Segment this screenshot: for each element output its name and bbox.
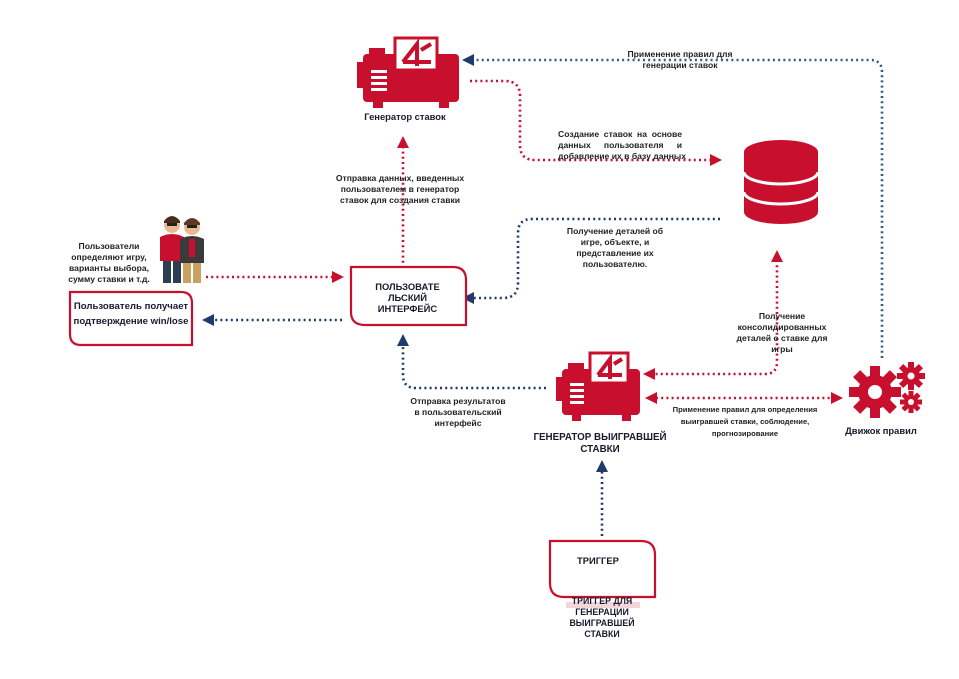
- edge-label-db-to-win: Получение консолидированных деталей о ст…: [736, 311, 828, 354]
- edge-label-win-to-ui: Отправка результатов в пользовательский …: [410, 396, 506, 428]
- edge-label-rules-to-generator: Применение правил для генерации ставок: [627, 49, 733, 70]
- arrowheads: [202, 54, 843, 472]
- edge-rules-to-generator: [475, 58, 884, 358]
- edge-label-db-to-ui: Получение деталей об игре, объекте, и пр…: [566, 226, 664, 269]
- bet-generator-label: Генератор ставок: [364, 111, 446, 122]
- gears-icon: [849, 362, 925, 418]
- ui-text: ПОЛЬЗОВАТЕ ЛЬСКИЙ ИНТЕРФЕЙС: [375, 281, 440, 314]
- confirmation-text: Пользователь получает подтверждение win/…: [73, 301, 189, 327]
- edge-win-to-ui: [401, 346, 546, 390]
- arrowhead-trigger-to-win: [596, 460, 608, 472]
- win-generator-label: ГЕНЕРАТОР ВЫИГРАВШЕЙ СТАВКИ: [533, 432, 667, 455]
- generator-icon: [556, 351, 640, 421]
- generator-icon: [357, 36, 459, 108]
- arrowhead-generator-to-db: [710, 154, 722, 166]
- arrowhead-win-to-ui: [397, 334, 409, 346]
- database-icon: [742, 140, 820, 224]
- trigger-box: [548, 539, 657, 599]
- rules-engine-label: Движок правил: [845, 425, 917, 436]
- arrowhead-ui-to-generator: [397, 136, 409, 148]
- arrowhead-db-to-ui: [462, 292, 474, 304]
- edge-label-generator-to-db: Создание ставок на основе данных пользов…: [558, 129, 686, 161]
- arrowhead-db-to-win-up: [771, 250, 783, 262]
- arrowhead-db-to-win: [643, 368, 655, 380]
- arrowhead-rules-to-generator: [462, 54, 474, 66]
- edge-label-rules-to-win: Применение правил для определения выигра…: [672, 405, 818, 438]
- users-label: Пользователи определяют игру, варианты в…: [68, 241, 150, 284]
- edge-db-to-ui: [474, 217, 720, 300]
- users-icon: [160, 216, 204, 283]
- edge-generator-to-db: [470, 79, 712, 162]
- confirmation-box: [68, 290, 194, 347]
- arrowhead-rules-to-win-left: [645, 392, 657, 404]
- trigger-caption: ТРИГГЕР ДЛЯ ГЕНЕРАЦИИ ВЫИГРАВШЕЙ СТАВКИ: [569, 596, 635, 639]
- trigger-text: ТРИГГЕР: [577, 555, 619, 566]
- trigger-caption-shadow: [566, 602, 640, 608]
- edge-label-ui-to-generator: Отправка данных, введенных пользователем…: [335, 173, 465, 205]
- edge-db-to-win: [655, 260, 779, 376]
- arrowhead-ui-to-confirmation: [202, 314, 214, 326]
- ui-box: [349, 265, 468, 327]
- arrowhead-rules-to-win-right: [831, 392, 843, 404]
- arrowhead-users-to-ui: [332, 271, 344, 283]
